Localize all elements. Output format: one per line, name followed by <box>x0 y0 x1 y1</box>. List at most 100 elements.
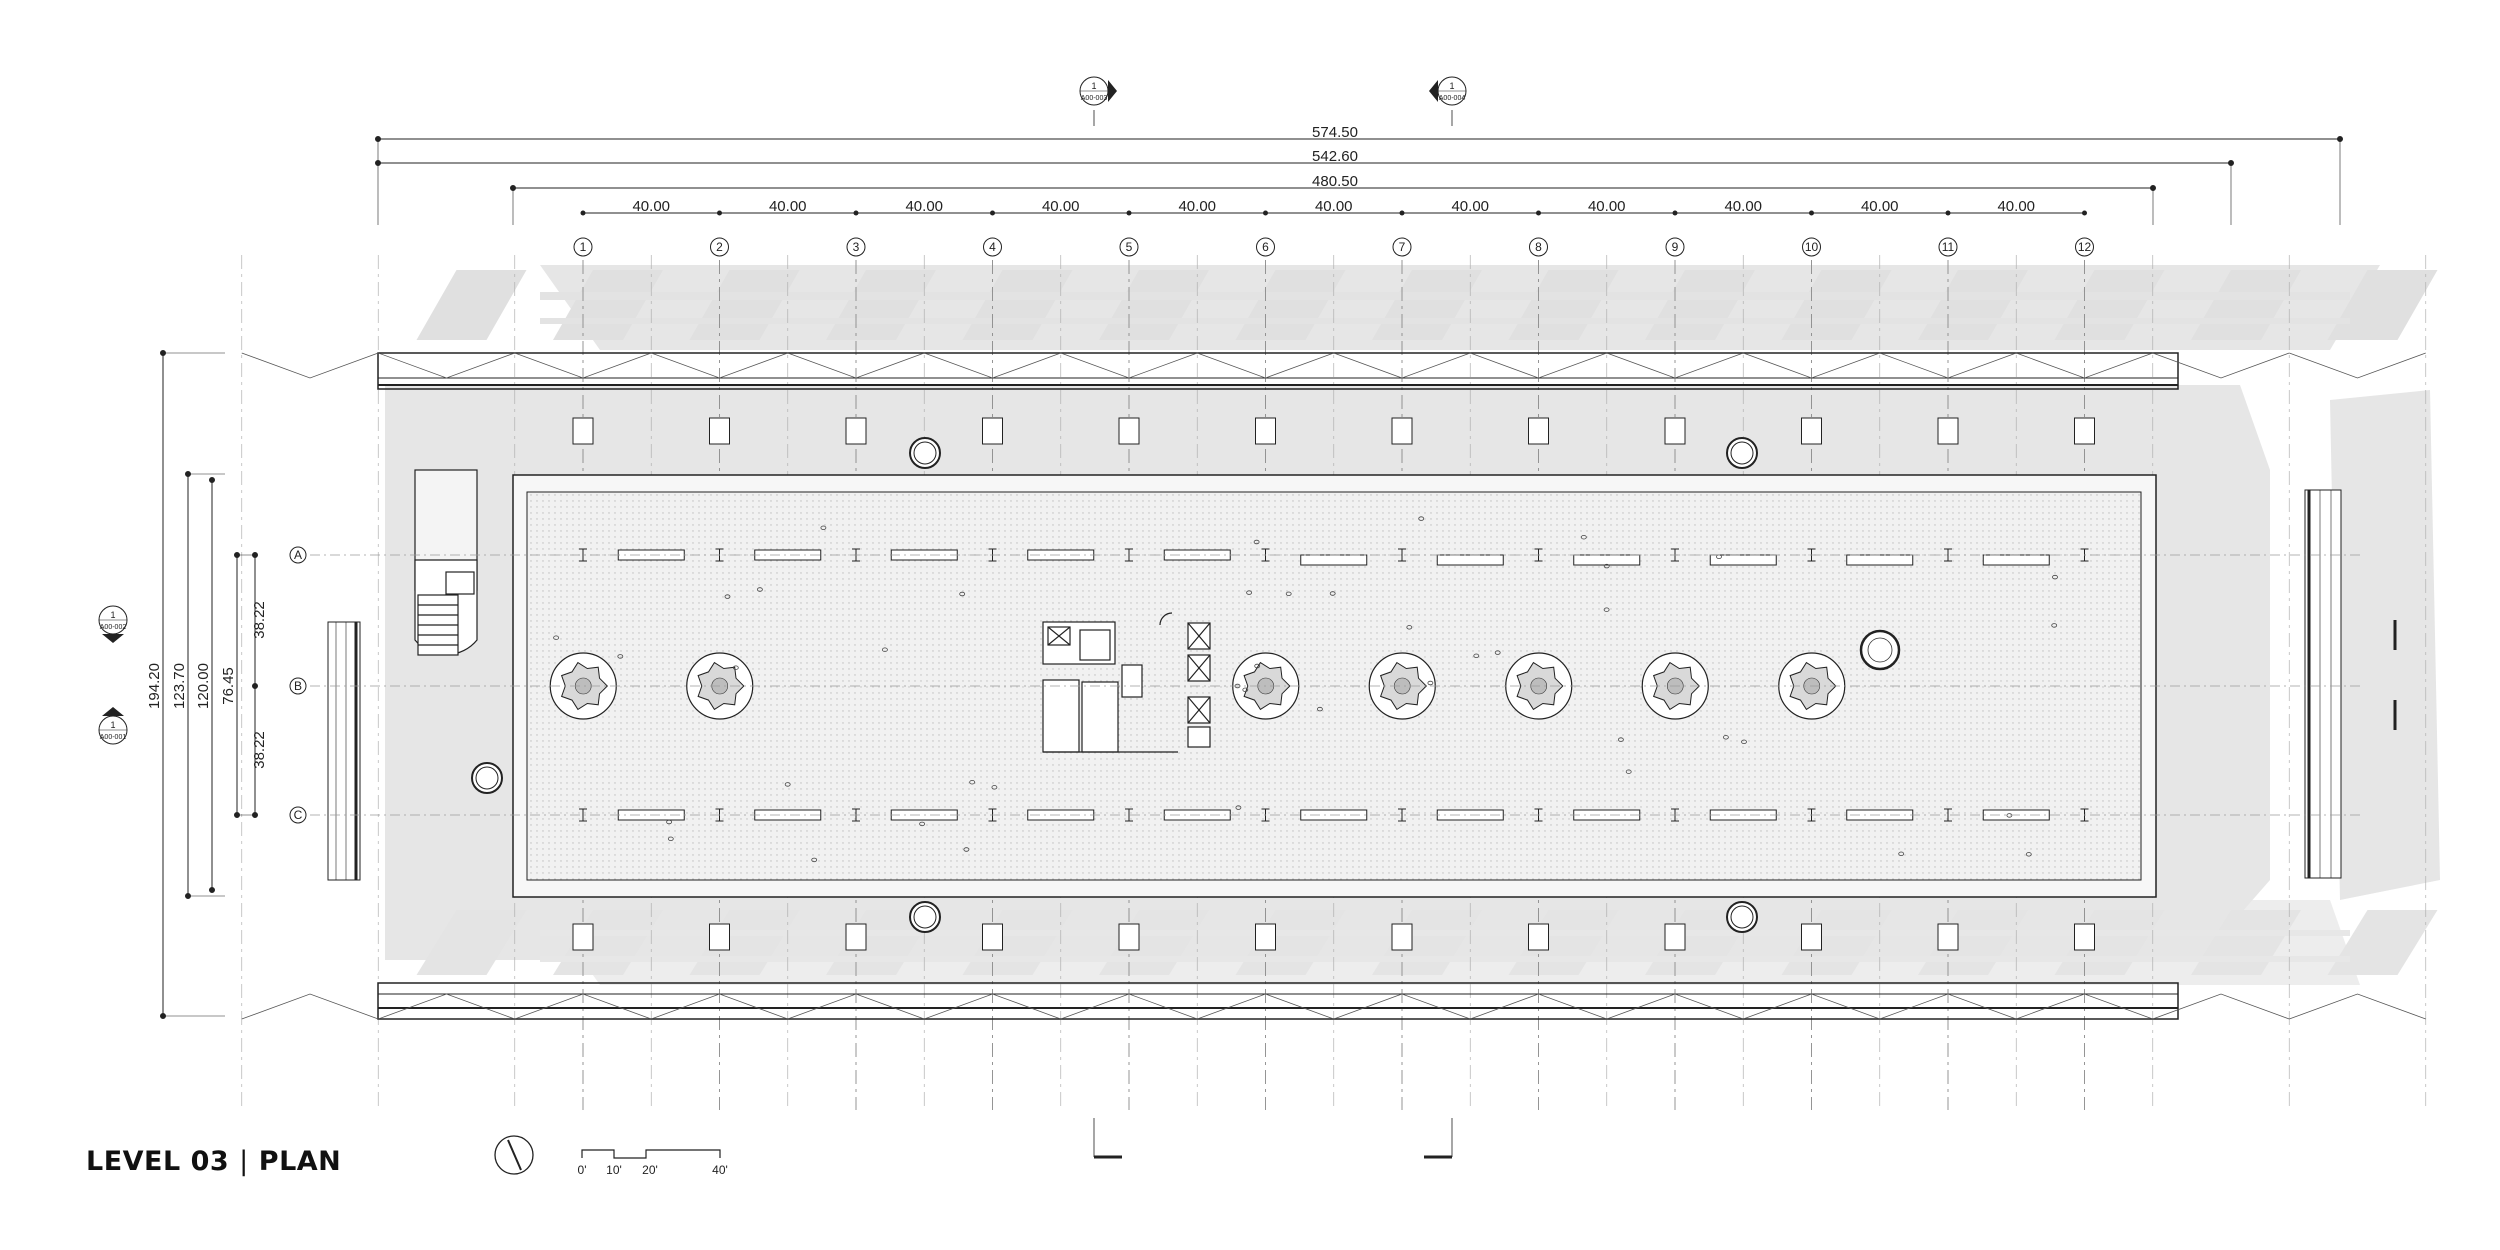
bay-dimension-label: 40.00 <box>905 198 943 215</box>
grid-column-label: 2 <box>716 240 723 254</box>
grid-column-bubble <box>573 237 593 257</box>
section-tag-top-right-sheet: A00-004 <box>1439 95 1466 102</box>
scale-bar <box>581 1149 721 1159</box>
grid-column-label: 1 <box>580 240 587 254</box>
structural-grid-lines <box>241 255 2427 1110</box>
north-arrow-icon <box>494 1135 534 1175</box>
shadow-stripe-south <box>2327 910 2438 975</box>
column-bracket-south <box>1664 923 1686 951</box>
sheet-title-separator: | <box>239 1146 249 1177</box>
section-tag-left-upper: 1 A00-002 <box>98 605 128 643</box>
furniture-mark <box>1242 687 1249 692</box>
grid-column-label: 12 <box>2078 240 2092 254</box>
grid-column-bubble <box>983 237 1002 257</box>
shadow-band <box>540 318 2350 324</box>
grid-column-bubble <box>846 237 866 257</box>
furniture-mark <box>667 836 674 841</box>
furniture-mark <box>1494 650 1501 655</box>
section-tag-top-left: 1 A00-003 <box>1079 76 1117 126</box>
furniture-mark <box>991 785 998 790</box>
round-openings <box>471 437 1758 933</box>
bay-dimension-label: 40.00 <box>1451 198 1489 215</box>
furniture-mark <box>553 635 559 640</box>
grid-column-bubble <box>1392 237 1412 257</box>
roof-beam <box>1436 554 1504 566</box>
grid-row-bubble-A: A <box>289 546 307 564</box>
dimension-vertical-6: 38.22 <box>251 731 268 769</box>
grid-column-label: 8 <box>1535 240 1542 254</box>
sheet-title-level: LEVEL 03 <box>86 1146 230 1177</box>
round-opening-inner <box>1730 905 1754 929</box>
furniture-mark <box>959 591 966 597</box>
grid-column-label: 10 <box>1805 240 1819 254</box>
furniture-mark <box>1285 591 1292 596</box>
dimension-vertical-2: 123.70 <box>171 663 188 709</box>
bay-dimension-label: 40.00 <box>769 198 807 215</box>
furniture-mark <box>757 587 763 592</box>
furniture-mark <box>1246 590 1252 595</box>
section-cut-marks-bottom <box>1093 1118 1453 1159</box>
grid-column-label: 11 <box>1942 240 1955 254</box>
sheet-title-view: PLAN <box>258 1146 342 1177</box>
bay-tick <box>1672 210 1678 216</box>
roof-beam <box>1982 554 2050 566</box>
grid-column-bubble <box>710 237 729 257</box>
feature-circle-inner <box>1867 637 1893 663</box>
dimension-vertical-3: 120.00 <box>195 663 212 709</box>
truss-south <box>787 993 925 1020</box>
grid-row-label-C: C <box>294 808 303 822</box>
furniture-mark <box>1329 591 1336 596</box>
column-bracket-south <box>2074 923 2095 951</box>
round-opening-inner <box>913 441 937 465</box>
furniture-mark <box>1317 706 1323 712</box>
roof-beam <box>1573 554 1641 566</box>
grid-column-label: 4 <box>989 240 996 254</box>
truss-north <box>2289 352 2426 379</box>
column-bracket-south <box>1937 923 1959 951</box>
section-tag-left-lower-number: 1 <box>110 720 115 730</box>
shadow-stripe-north <box>2327 270 2438 340</box>
furniture-mark <box>1603 563 1610 569</box>
planters <box>549 629 1901 720</box>
truss-north <box>1470 352 1607 379</box>
truss-north <box>1879 352 2017 379</box>
truss-north <box>2152 352 2290 379</box>
furniture-mark <box>1427 680 1434 686</box>
service-core <box>1042 612 1211 753</box>
section-tag-left-upper-sheet: A00-002 <box>100 624 127 631</box>
bay-dimension-label: 40.00 <box>1861 198 1899 215</box>
grid-column-label: 7 <box>1399 240 1406 254</box>
bay-dimension-label: 40.00 <box>1178 198 1216 215</box>
truss-north <box>1333 352 1471 379</box>
dimension-vertical-5: 38.22 <box>251 601 268 639</box>
column-bracket-north <box>1391 417 1413 445</box>
bay-tick <box>580 210 586 216</box>
bay-dimension-label: 40.00 <box>1588 198 1626 215</box>
column-bracket-south <box>1118 923 1140 951</box>
column-bracket-north <box>1255 417 1276 445</box>
truss-south <box>378 993 515 1020</box>
bay-tick <box>990 210 995 216</box>
dimension-overall-3: 480.50 <box>1312 173 1358 190</box>
furniture-mark <box>1723 735 1729 740</box>
column-bracket-south <box>982 923 1003 951</box>
grid-column-bubble <box>1119 237 1139 257</box>
column-bracket-south <box>1801 923 1822 951</box>
dimension-overall-1: 574.50 <box>1312 124 1358 141</box>
truss-north <box>1197 352 1334 379</box>
truss-south <box>2152 993 2290 1020</box>
section-tag-top-right-number: 1 <box>1449 81 1454 91</box>
furniture-mark <box>919 821 925 827</box>
truss-north <box>651 352 788 379</box>
roof-beam <box>1300 554 1368 566</box>
canopy-roof-top <box>377 352 2179 1020</box>
furniture-mark <box>1418 516 1425 521</box>
bay-tick <box>1126 210 1132 216</box>
grid-row-bubble-C: C <box>289 806 307 824</box>
dimension-lines-vertical <box>160 350 258 1019</box>
bay-tick <box>2082 210 2087 216</box>
truss-north <box>2016 352 2153 379</box>
